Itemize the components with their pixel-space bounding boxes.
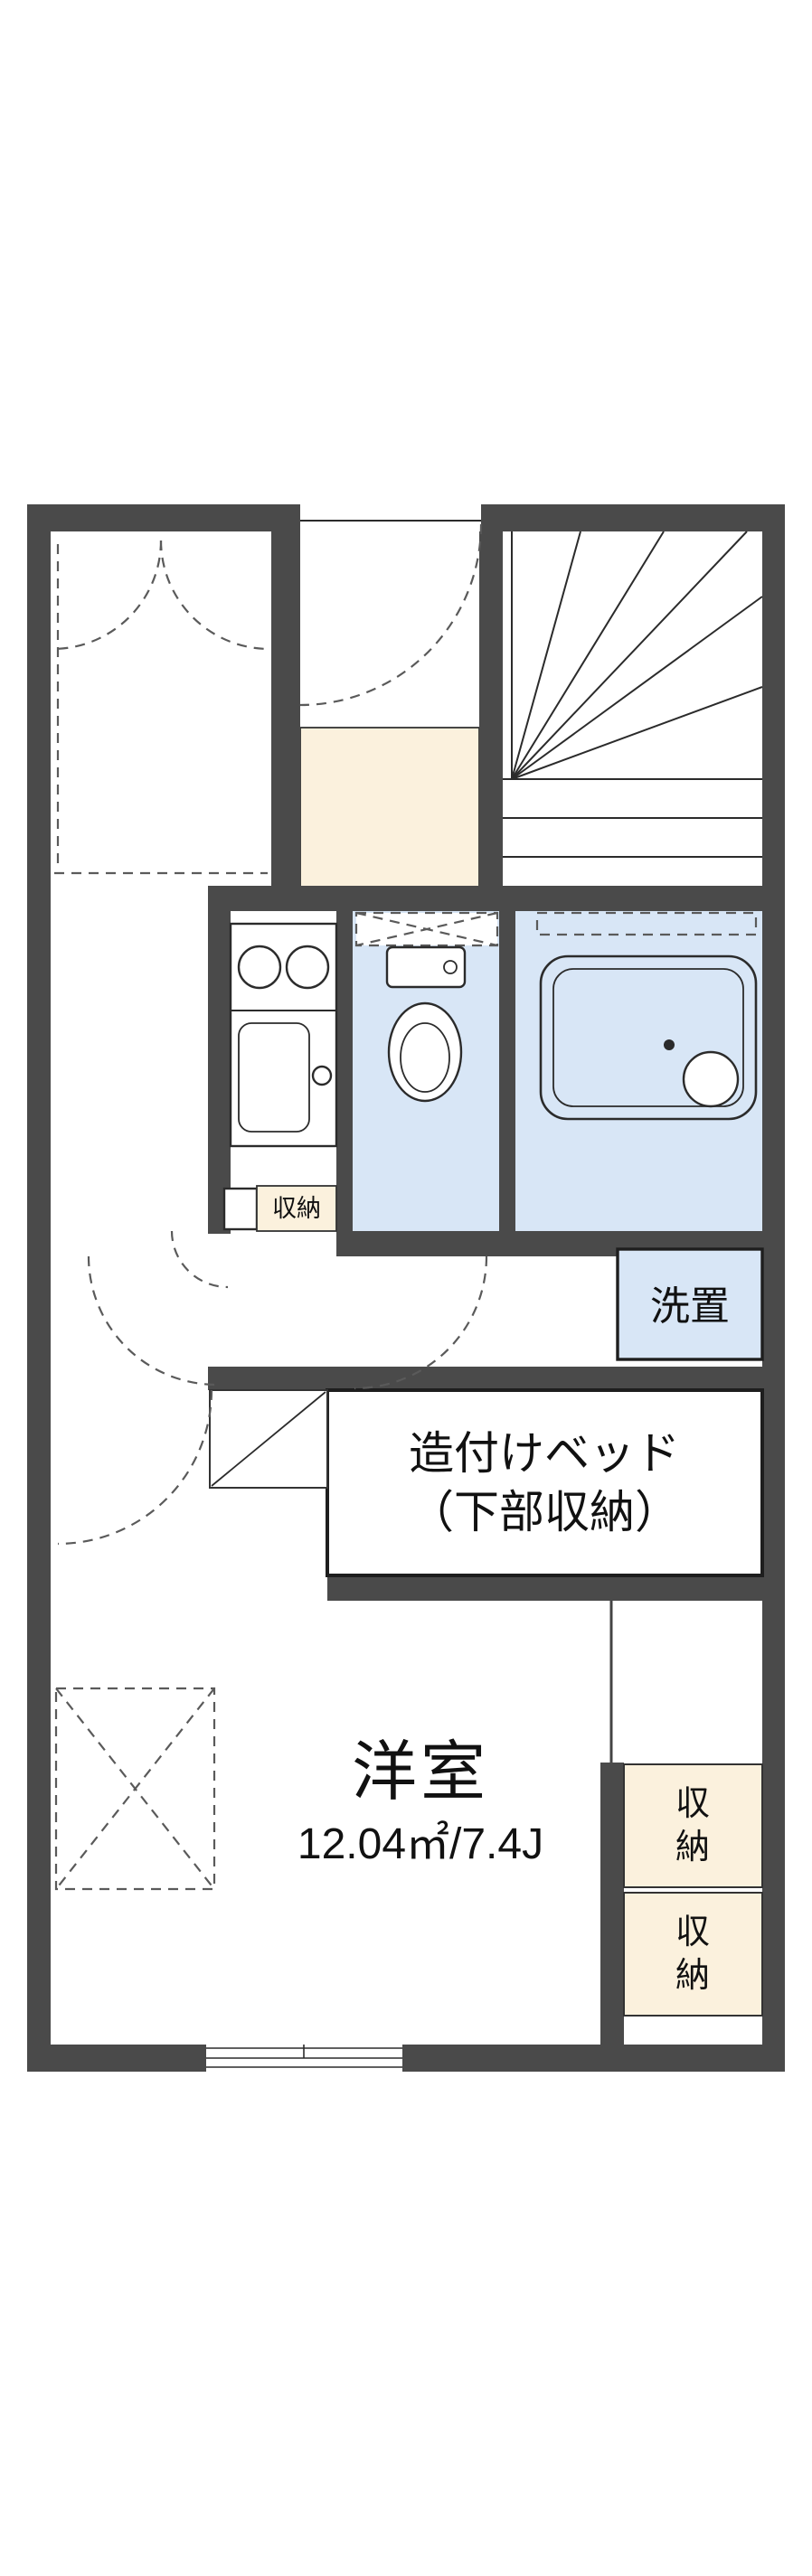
stair-line [511, 596, 763, 780]
washer-label: 洗置 [650, 1284, 730, 1329]
wall-top-right [481, 504, 785, 531]
right-storage: 収 納 収 納 [623, 1763, 763, 2017]
storage-upper-char1: 収 [675, 1785, 710, 1823]
wall-above-bed [208, 1367, 785, 1390]
wall-genkan-left [271, 504, 300, 911]
sink-icon [238, 1022, 310, 1133]
wall-left [27, 504, 51, 2072]
washer-box [616, 1247, 764, 1361]
wall-storage-left [600, 1763, 624, 2045]
closet [209, 1389, 328, 1489]
storage-box-lower [623, 1892, 763, 2017]
storage-door-arc [170, 1230, 229, 1289]
built-in-bed: 造付けベッド （下部収納） [326, 1388, 764, 1577]
stair-line [511, 531, 581, 780]
storage-lower-char2: 納 [675, 1957, 710, 1995]
entrance-opening [300, 504, 481, 531]
room-area-label: 12.04㎡/7.4J [297, 1820, 543, 1868]
wall-toilet-left [336, 911, 353, 1235]
kitchen-storage-labelbox [256, 1185, 337, 1232]
entrance-genkan-floor [299, 727, 480, 891]
bathroom [535, 911, 758, 1121]
stove-burner-icon [237, 945, 282, 990]
window-bottom [206, 2045, 402, 2072]
cabinet-diagonal [55, 1688, 215, 1890]
bed-label-line2: （下部収納） [409, 1487, 680, 1537]
main-room: 洋室 12.04㎡/7.4J [297, 1736, 543, 1868]
hall-door-arc-left [87, 1255, 218, 1387]
double-door-arc-right [159, 540, 270, 651]
bath-faucet-dot [664, 1039, 675, 1050]
closet-diagonal [211, 1391, 326, 1487]
kitchen-storage: 収納 [222, 1185, 337, 1232]
toilet-seat-icon [400, 1022, 450, 1093]
wall-below-bed [327, 1577, 785, 1601]
wall-kitchen-back [208, 886, 231, 1234]
storage-box-upper [623, 1763, 763, 1888]
room-door-arc [57, 1389, 213, 1546]
cabinet-diagonal [355, 911, 498, 947]
wall-bottom-left [27, 2045, 206, 2072]
bed-label-line1: 造付けベッド [409, 1428, 680, 1479]
wall-toilet-right [499, 911, 515, 1235]
wall-stairs-left [479, 504, 503, 911]
bathtub-icon [539, 954, 758, 1121]
double-door-arc-left [52, 540, 163, 651]
kitchen-unit [229, 922, 338, 1148]
wall-right [762, 504, 785, 2072]
walls [27, 504, 785, 2072]
washer-space: 洗置 [616, 1247, 764, 1361]
stove-burner-icon [285, 945, 330, 990]
kitchen-storage-label: 収納 [272, 1195, 321, 1222]
room-name-label: 洋室 [352, 1736, 489, 1809]
wall-top-left [27, 504, 300, 531]
door-swings [52, 523, 488, 1891]
bed-box [326, 1388, 764, 1577]
storage-upper-char2: 納 [675, 1829, 710, 1866]
toilet-bowl-icon [387, 1001, 463, 1103]
toilet-flush-icon [443, 960, 458, 974]
kitchen-storage-box [222, 1187, 259, 1231]
stair-line [511, 531, 748, 780]
wall-section-upper [208, 886, 785, 911]
toilet-door-arc [354, 1255, 488, 1390]
bath-drain-icon [682, 1050, 740, 1108]
bathtub-inner [552, 968, 744, 1107]
toilet-room [354, 911, 499, 1103]
stair-line [511, 686, 763, 780]
bath-window [535, 911, 758, 936]
stairs [503, 531, 763, 858]
stair-line [511, 531, 665, 780]
toilet-tank-icon [385, 945, 467, 989]
entrance-door [300, 504, 481, 531]
upper-cabinet-dashed-box [54, 1687, 216, 1891]
wall-bottom-right [402, 2045, 785, 2072]
storage-lower-char1: 収 [675, 1913, 710, 1951]
entrance-door-arc [299, 523, 483, 707]
faucet-icon [311, 1065, 333, 1086]
